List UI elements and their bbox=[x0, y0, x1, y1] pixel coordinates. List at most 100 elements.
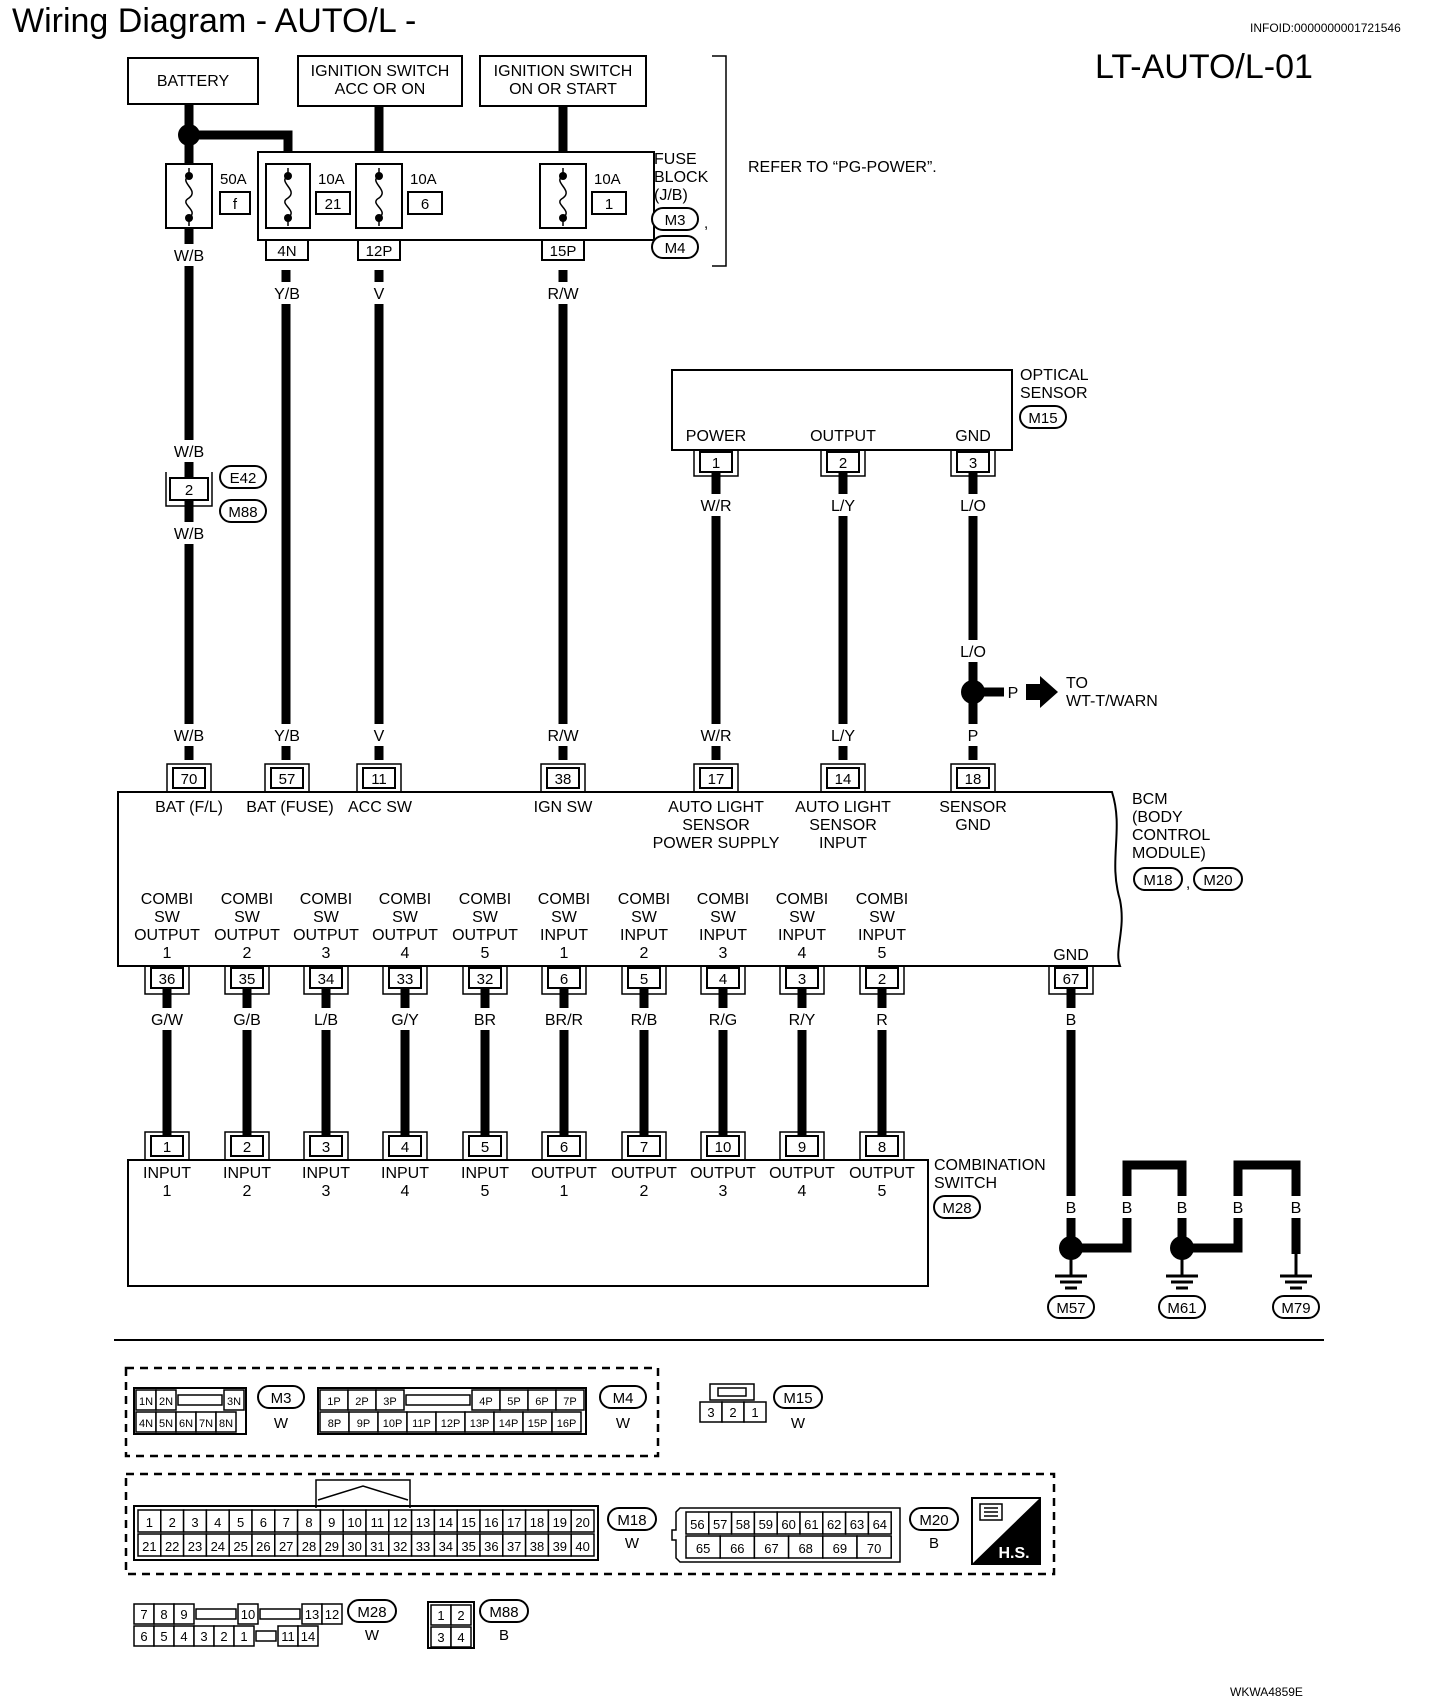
fuse-21: 10A 21 bbox=[265, 163, 351, 229]
connector-m15-name: M15 bbox=[783, 1390, 812, 1407]
bcm-gnd-label: GND bbox=[1053, 947, 1089, 964]
connector-cell-num: 60 bbox=[781, 1517, 795, 1532]
bcm-bottom-pin-label2: SW bbox=[631, 909, 658, 926]
connector-key bbox=[405, 1394, 471, 1406]
combination-switch-pin-housing bbox=[303, 1131, 349, 1160]
bcm-bottom-pin-housing bbox=[859, 966, 905, 995]
connector-cell-num: 5N bbox=[159, 1418, 173, 1430]
bcm-bottom-pin-housing bbox=[541, 966, 587, 995]
connector-cell-num: 5 bbox=[160, 1629, 167, 1644]
connector-cell-num: 1 bbox=[437, 1608, 444, 1623]
combination-switch-pin-housing bbox=[224, 1131, 270, 1160]
combination-switch-pin-box bbox=[706, 1135, 740, 1157]
connector-cell bbox=[867, 1511, 892, 1535]
connector-cell-num: 2 bbox=[169, 1515, 176, 1530]
connector-cell-num: 70 bbox=[867, 1541, 881, 1556]
connector-cell bbox=[297, 1625, 319, 1647]
combination-switch-pins: 1INPUT12INPUT23INPUT34INPUT45INPUT56OUTP… bbox=[143, 1131, 915, 1200]
bcm-bottom-pin-label4: 2 bbox=[243, 945, 252, 962]
bcm-bottom-wire-label-bg bbox=[145, 1008, 189, 1030]
combination-switch-pin-label2: 2 bbox=[640, 1183, 649, 1200]
connector-cell-num: 69 bbox=[833, 1541, 847, 1556]
connector-m20-color: B bbox=[929, 1535, 939, 1552]
fuses: 50A f 10A 21 10A 6 10A 1 bbox=[165, 163, 627, 229]
fuse-21-num: 21 bbox=[325, 196, 342, 213]
connector-cell bbox=[375, 1389, 405, 1411]
bcm-bottom-pin-label2: SW bbox=[392, 909, 419, 926]
combination-switch-pin-housing bbox=[462, 1131, 508, 1160]
connector-cell bbox=[743, 1401, 767, 1423]
bcm-bottom-pin-num: 6 bbox=[560, 971, 568, 988]
combination-switch-pin-housing bbox=[541, 1131, 587, 1160]
combination-switch-pin-num: 3 bbox=[322, 1139, 330, 1156]
bcm-conn-m18: M18 bbox=[1143, 872, 1172, 889]
connector-m3-outline bbox=[133, 1387, 247, 1435]
page-title: Wiring Diagram - AUTO/L - bbox=[12, 2, 416, 40]
connector-cell-num: 3 bbox=[707, 1405, 714, 1420]
connector-cell-num: 6P bbox=[535, 1396, 548, 1408]
combination-switch-pin-label2: 5 bbox=[878, 1183, 887, 1200]
connector-cell-num: 59 bbox=[759, 1517, 773, 1532]
connector-m3-color: W bbox=[274, 1415, 289, 1432]
connector-cell-num: 18 bbox=[530, 1515, 544, 1530]
connector-cell-num: 36 bbox=[484, 1539, 498, 1554]
connector-cell-num: 6 bbox=[140, 1629, 147, 1644]
combination-switch-pin-housing bbox=[621, 1131, 667, 1160]
connector-cell-num: 27 bbox=[279, 1539, 293, 1554]
combination-switch-pin-box bbox=[547, 1135, 581, 1157]
bcm-bottom-pin-num: 5 bbox=[640, 971, 648, 988]
ignition-acc-box: IGNITION SWITCH ACC OR ON bbox=[297, 55, 463, 107]
ignition-acc-line1: IGNITION SWITCH bbox=[311, 63, 450, 80]
bcm-bottom-pin-housing bbox=[144, 966, 190, 995]
bcm-bottom-wire-color: G/Y bbox=[391, 1012, 419, 1029]
connector-cell-num: 8N bbox=[219, 1418, 233, 1430]
combination-switch: COMBINATION SWITCH M28 bbox=[127, 1157, 1046, 1287]
ground-symbol-icon bbox=[1166, 1254, 1198, 1290]
info-id: INFOID:0000000001721546 bbox=[1250, 21, 1401, 35]
connector-cell-num: 1N bbox=[139, 1396, 153, 1408]
optical-sensor-conn: M15 bbox=[1028, 410, 1057, 427]
wire-color-wb-upper: W/B bbox=[174, 444, 204, 461]
connector-m3-name: M3 bbox=[271, 1390, 292, 1407]
connector-key bbox=[255, 1630, 277, 1642]
bcm-pin57-num: 57 bbox=[279, 771, 296, 788]
connector-cell-num: 66 bbox=[730, 1541, 744, 1556]
fuse-block-conn-m4: M4 bbox=[665, 240, 686, 257]
optical-pin2-color: L/Y bbox=[831, 498, 855, 515]
connector-cell-num: 12P bbox=[441, 1418, 461, 1430]
wires bbox=[162, 104, 1301, 1254]
connector-cell bbox=[551, 1411, 582, 1433]
bcm-bottom-pin-housing bbox=[382, 966, 428, 995]
bcm-pin11-num: 11 bbox=[371, 771, 387, 788]
combination-switch-pin-label2: 1 bbox=[560, 1183, 569, 1200]
battery-label: BATTERY bbox=[157, 73, 230, 90]
combination-switch-pin-housing bbox=[779, 1131, 825, 1160]
combination-switch-pin-num: 9 bbox=[798, 1139, 806, 1156]
connector-cell-num: 6N bbox=[179, 1418, 193, 1430]
connector-cell-num: 26 bbox=[256, 1539, 270, 1554]
splice-wt-warn: L/O P TO WT-T/WARN bbox=[954, 640, 1158, 710]
fuse-bracket bbox=[712, 55, 727, 267]
connector-cell-num: 13 bbox=[416, 1515, 430, 1530]
connector-cell-num: 2P bbox=[355, 1396, 368, 1408]
fuse-terminals: 4N 12P 15P bbox=[265, 239, 585, 261]
bcm-bottom-pin-label2: SW bbox=[234, 909, 261, 926]
bcm-bottom-pin-housing bbox=[462, 966, 508, 995]
connector-cell-num: 15 bbox=[461, 1515, 475, 1530]
bcm-pin18-num: 18 bbox=[965, 771, 982, 788]
footer-code: WKWA4859E bbox=[1230, 1685, 1303, 1699]
fuse-50a-num: f bbox=[233, 196, 238, 213]
bcm-top-pins: W/B Y/B V R/W W/R L/Y P 70 57 11 38 17 1… bbox=[155, 724, 1007, 852]
bcm-bottom-pin-box bbox=[706, 967, 740, 989]
inline-connector-m88: M88 bbox=[228, 504, 257, 521]
fuse-block-conn-m3: M3 bbox=[665, 212, 686, 229]
bcm-bottom-pin-label2: SW bbox=[154, 909, 181, 926]
connector-cell-num: 58 bbox=[736, 1517, 750, 1532]
connector-cell-num: 38 bbox=[530, 1539, 544, 1554]
bcm-bottom-wire-label-bg bbox=[622, 1008, 666, 1030]
bcm-bottom-pin-label4: 1 bbox=[560, 945, 569, 962]
ground-wire-color-2: B bbox=[1122, 1200, 1133, 1217]
bcm-bottom-pin-label1: COMBI bbox=[697, 891, 749, 908]
connector-cell-num: 9P bbox=[357, 1418, 370, 1430]
